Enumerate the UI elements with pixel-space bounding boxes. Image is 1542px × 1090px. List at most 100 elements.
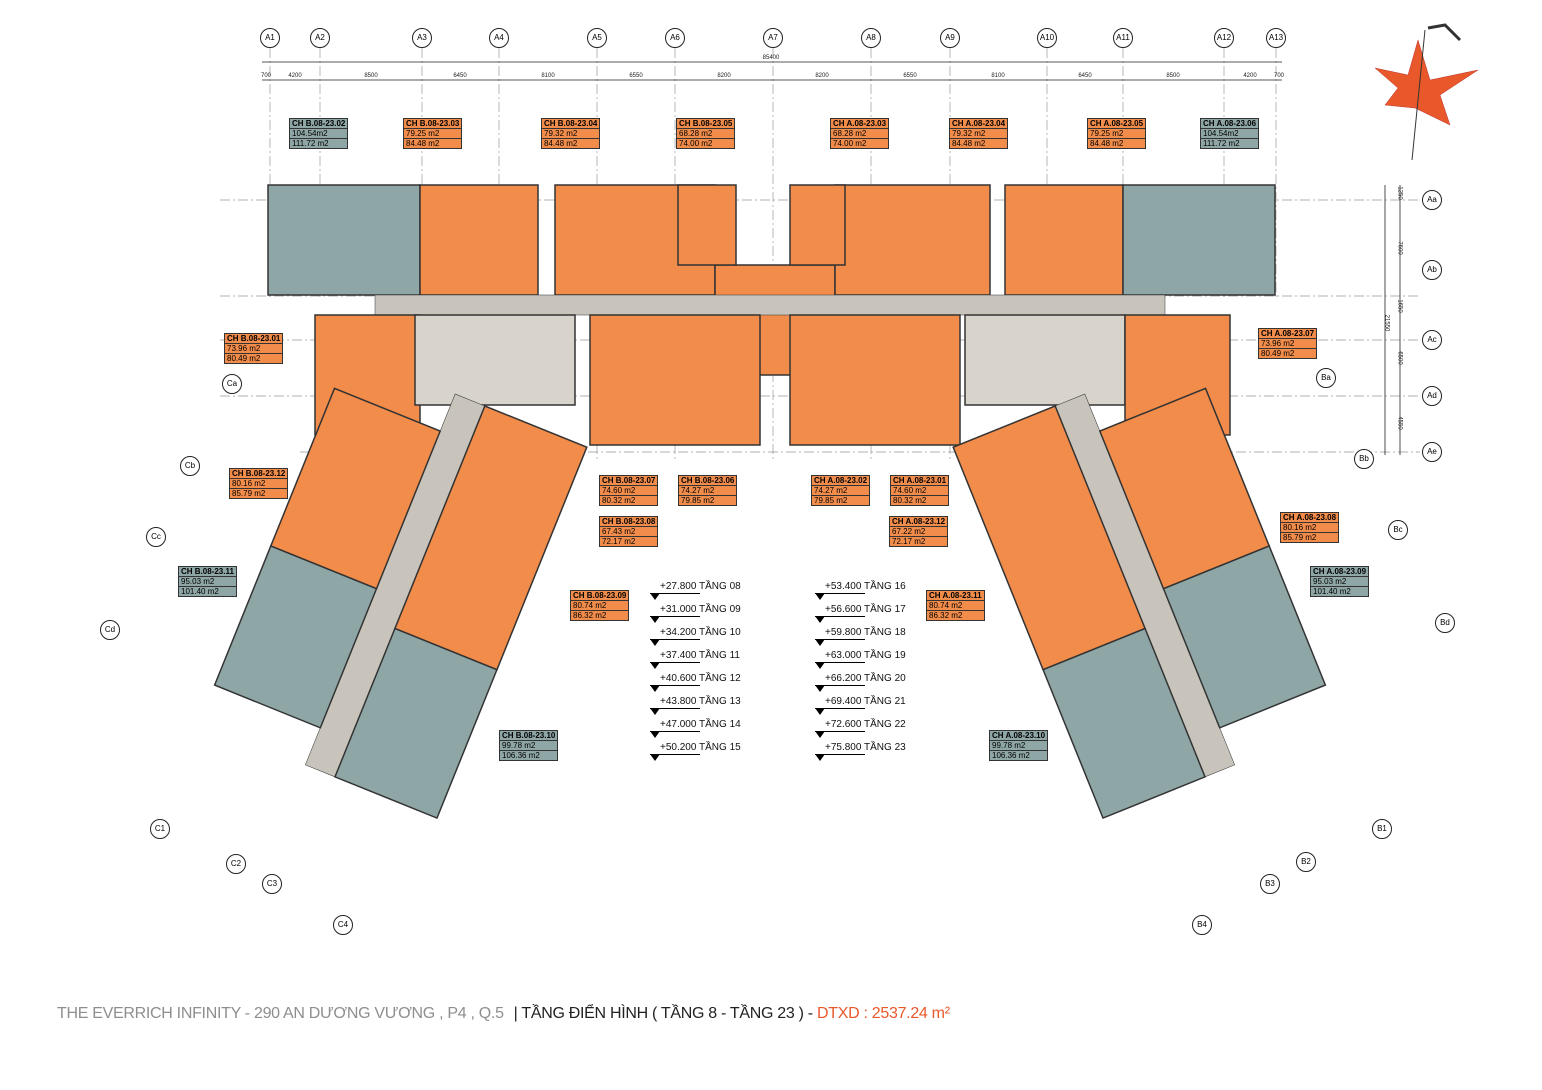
unit-code: CH A.08-23.06	[1201, 119, 1259, 129]
unit-teal-b0802	[267, 184, 421, 296]
dimension-text: 6450	[1078, 73, 1092, 79]
unit-area: 84.48 m2	[406, 139, 440, 148]
unit-area: 85.79 m2	[1283, 533, 1317, 542]
floor-level-marker: +43.800 TẦNG 13	[650, 696, 741, 715]
grid-axis-bubble: Ca	[222, 374, 242, 394]
unit-code: CH B.08-23.12	[230, 469, 288, 479]
grid-axis-bubble: B1	[1372, 819, 1392, 839]
grid-axis-bubble: A13	[1266, 28, 1286, 48]
unit-code: CH B.08-23.07	[600, 476, 658, 486]
unit-code: CH A.08-23.05	[1088, 119, 1146, 129]
grid-axis-bubble: Bd	[1435, 613, 1455, 633]
grid-axis-bubble: Bb	[1354, 449, 1374, 469]
dimension-text: 6450	[453, 73, 467, 79]
unit-area: 79.32 m2	[950, 129, 1008, 139]
floor-level-marker: +66.200 TẦNG 20	[815, 673, 906, 692]
dimension-text: 4200	[1243, 73, 1257, 79]
dimension-lines	[262, 61, 1401, 455]
unit-area: 72.17 m2	[892, 537, 926, 546]
dimension-text: 8500	[1166, 73, 1180, 79]
north-block	[267, 184, 1276, 446]
floor-title: | TẦNG ĐIỂN HÌNH ( TẦNG 8 - TẦNG 23 ) -	[513, 1005, 813, 1022]
unit-code: CH B.08-23.04	[542, 119, 600, 129]
project-name: THE EVERRICH INFINITY - 290 AN DƯƠNG VƯƠ…	[57, 1005, 504, 1022]
unit-code: CH B.08-23.11	[179, 567, 236, 577]
unit-area: 74.00 m2	[679, 139, 713, 148]
dimension-text: 700	[1273, 73, 1285, 79]
grid-axis-bubble: Ad	[1422, 386, 1442, 406]
floor-level-marker: +31.000 TẦNG 09	[650, 604, 741, 623]
unit-area: 104.54m2	[290, 129, 348, 139]
grid-axis-bubble: A2	[310, 28, 330, 48]
unit-area: 95.03 m2	[179, 577, 236, 587]
unit-area: 79.85 m2	[681, 496, 715, 505]
floor-level-marker: +56.600 TẦNG 17	[815, 604, 906, 623]
grid-axis-bubble: Ae	[1422, 442, 1442, 462]
unit-area: 80.74 m2	[571, 601, 629, 611]
dimension-text: 6550	[629, 73, 643, 79]
unit-area: 67.43 m2	[600, 527, 658, 537]
unit-area: 79.32 m2	[542, 129, 600, 139]
grid-axis-bubble: Bc	[1388, 520, 1408, 540]
unit-area: 111.72 m2	[292, 139, 329, 148]
floor-level-marker: +72.600 TẦNG 22	[815, 719, 906, 738]
grid-axis-bubble: A1	[260, 28, 280, 48]
unit-area: 79.25 m2	[1088, 129, 1146, 139]
grid-axis-bubble: Ba	[1316, 368, 1336, 388]
dimension-text: 4200	[288, 73, 302, 79]
grid-axis-bubble: B3	[1260, 874, 1280, 894]
grid-axis-bubble: Cb	[180, 456, 200, 476]
unit-area: 111.72 m2	[1203, 139, 1240, 148]
unit-area: 74.00 m2	[833, 139, 867, 148]
unit-area: 99.78 m2	[990, 741, 1048, 751]
grid-axis-bubble: C2	[226, 854, 246, 874]
dimension-text: 8100	[541, 73, 555, 79]
unit-code: CH B.08-23.09	[571, 591, 629, 601]
unit-area: 73.96 m2	[225, 344, 283, 354]
dimension-text: 6500	[1396, 351, 1403, 365]
unit-code: CH B.08-23.02	[290, 119, 348, 129]
dimension-text: 21550	[1383, 314, 1390, 332]
grid-axis-bubble: Ac	[1422, 330, 1442, 350]
floor-level-marker: +37.400 TẦNG 11	[650, 650, 740, 669]
unit-code: CH A.08-23.03	[831, 119, 889, 129]
unit-area: 99.78 m2	[500, 741, 558, 751]
unit-area: 68.28 m2	[677, 129, 735, 139]
unit-code: CH A.08-23.01	[891, 476, 949, 486]
grid-axis-bubble: C3	[262, 874, 282, 894]
dimension-text: 8100	[991, 73, 1005, 79]
unit-area: 74.60 m2	[891, 486, 949, 496]
grid-axis-bubble: A11	[1113, 28, 1133, 48]
unit-code: CH B.08-23.01	[225, 334, 283, 344]
unit-area: 101.40 m2	[181, 587, 219, 596]
unit-code: CH A.08-23.02	[812, 476, 870, 486]
unit-area: 101.40 m2	[1313, 587, 1351, 596]
unit-area: 84.48 m2	[1090, 139, 1124, 148]
built-area: DTXD : 2537.24 m²	[817, 1005, 950, 1022]
unit-area: 68.28 m2	[831, 129, 889, 139]
unit-area: 80.32 m2	[893, 496, 927, 505]
dimension-total: 85400	[762, 55, 780, 61]
unit-area: 74.60 m2	[600, 486, 658, 496]
floor-level-marker: +27.800 TẦNG 08	[650, 581, 741, 600]
unit-area: 72.17 m2	[602, 537, 636, 546]
floor-level-marker: +34.200 TẦNG 10	[650, 627, 741, 646]
unit-area: 73.96 m2	[1259, 339, 1317, 349]
floor-level-marker: +63.000 TẦNG 19	[815, 650, 906, 669]
grid-axis-bubble: Cc	[146, 527, 166, 547]
dimension-text: 1250	[1396, 186, 1403, 200]
